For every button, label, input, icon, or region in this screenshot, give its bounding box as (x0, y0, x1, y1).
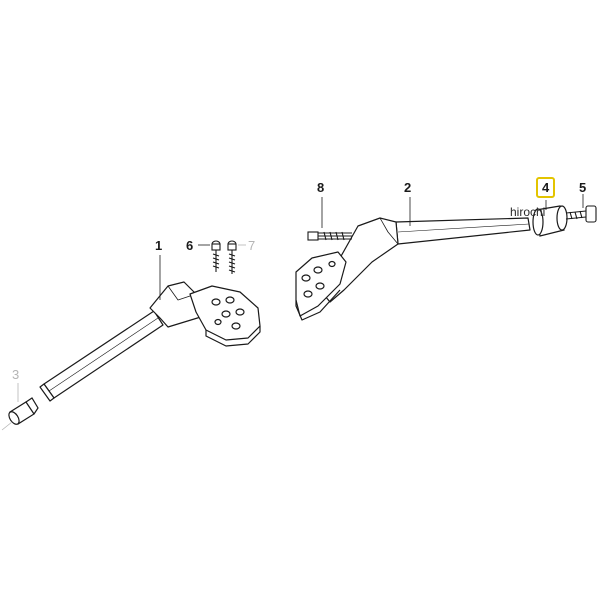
part-1-footrest-bracket (39, 281, 261, 402)
leader-lines-left (17, 244, 246, 402)
callout-2: 2 (404, 180, 412, 195)
callout-5: 5 (579, 180, 587, 195)
part-4-bushing (532, 205, 568, 237)
leader-lines-right (321, 194, 584, 228)
part-8-bolt (307, 231, 352, 241)
callout-7: 7 (248, 238, 256, 253)
callout-8: 8 (317, 180, 325, 195)
callout-3: 3 (12, 367, 20, 382)
callout-4[interactable]: 4 (536, 177, 556, 198)
part-5-screw (565, 205, 597, 223)
part-7-bolt (227, 240, 237, 274)
part-2-footrest-bracket (295, 217, 531, 321)
part-3-end-cap (1, 397, 39, 431)
part-6-bolt (211, 240, 221, 272)
callout-1: 1 (155, 238, 163, 253)
callout-6: 6 (186, 238, 194, 253)
watermark-text: hirochi (510, 205, 546, 219)
